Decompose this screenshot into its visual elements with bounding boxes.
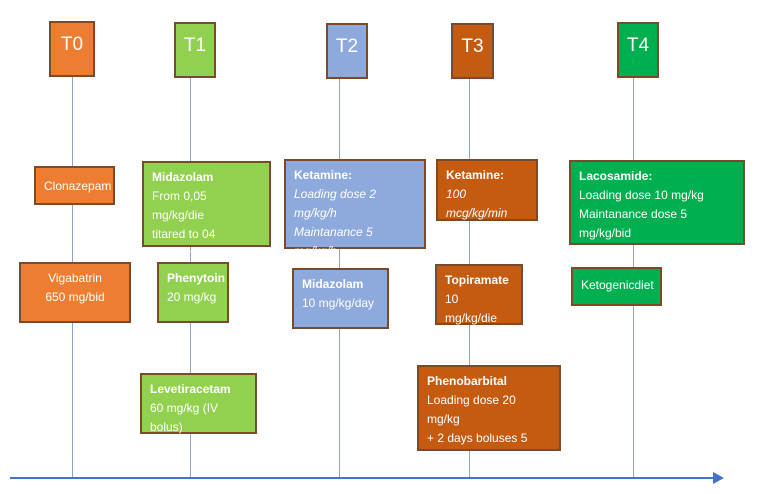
- midazolam-t2-box: Midazolam 10 mg/kg/day: [292, 268, 389, 329]
- timepoint-t1: T1: [174, 22, 216, 78]
- drug-name: Levetiracetam: [150, 382, 231, 396]
- drug-name: Topiramate: [445, 273, 509, 287]
- timepoint-t2: T2: [326, 23, 368, 79]
- drug-name: Clonazepam: [44, 179, 112, 193]
- drug-name: Phenobarbital: [427, 374, 508, 388]
- drug-name: Lacosamide:: [579, 169, 653, 183]
- ketamine-t2-box: Ketamine: Loading dose 2 mg/kg/h Maintan…: [284, 159, 426, 258]
- drug-name: Midazolam: [302, 277, 364, 291]
- phenobarbital-box: Phenobarbital Loading dose 20 mg/kg + 2 …: [417, 365, 561, 464]
- clonazepam-box: Clonazepam: [34, 166, 115, 205]
- ketamine-t3-box: Ketamine: 100 mcg/kg/min: [436, 159, 538, 221]
- vigabatrin-box: Vigabatrin 650 mg/bid: [19, 262, 131, 323]
- drug-dose: 60 mg/kg (IV bolus): [150, 401, 219, 434]
- timepoint-t3: T3: [451, 23, 494, 79]
- drug-dose: Maintanance 5 mg/kg/h: [294, 225, 373, 258]
- phenytoin-box: Phenytoin 20 mg/kg: [157, 262, 229, 323]
- time-axis-arrowhead: [713, 472, 724, 484]
- drug-dose: 100 mcg/kg/min: [446, 187, 508, 220]
- drug-dose: Loading dose 20 mg/kg: [427, 393, 516, 426]
- drug-name: Ketamine:: [294, 168, 353, 182]
- midazolam-t1-box: Midazolam From 0,05 mg/kg/die titared to…: [142, 161, 271, 260]
- time-axis: [10, 477, 715, 479]
- drug-dose: + 2 days boluses 5 mg/kg: [427, 431, 528, 464]
- drug-dose: 10 mg/kg/day: [302, 296, 375, 310]
- drug-dose: Loading dose 2 mg/kg/h: [294, 187, 377, 220]
- lacosamide-box: Lacosamide: Loading dose 10 mg/kg Mainta…: [569, 160, 745, 245]
- drug-dose: Loading dose 10 mg/kg: [579, 188, 704, 202]
- drug-dose: 10 mg/kg/die: [445, 292, 498, 325]
- topiramate-box: Topiramate 10 mg/kg/die: [435, 264, 523, 325]
- drug-dose: 650 mg/bid: [45, 290, 105, 304]
- drug-dose: titared to 04 mg/kg/h: [152, 227, 216, 260]
- drug-dose: From 0,05 mg/kg/die: [152, 189, 207, 222]
- drug-dose: Maintanance dose 5 mg/kg/bid: [579, 207, 688, 240]
- drug-name: Ketamine:: [446, 168, 505, 182]
- therapy-name: Ketogenicdiet: [581, 278, 654, 292]
- timepoint-t0: T0: [49, 21, 95, 77]
- levetiracetam-box: Levetiracetam 60 mg/kg (IV bolus): [140, 373, 257, 434]
- ketogenic-diet-box: Ketogenicdiet: [571, 267, 662, 306]
- drug-dose: 20 mg/kg: [167, 290, 217, 304]
- drug-name: Midazolam: [152, 170, 214, 184]
- timepoint-t4: T4: [617, 22, 659, 78]
- drug-name: Phenytoin: [167, 271, 226, 285]
- drug-name: Vigabatrin: [48, 271, 102, 285]
